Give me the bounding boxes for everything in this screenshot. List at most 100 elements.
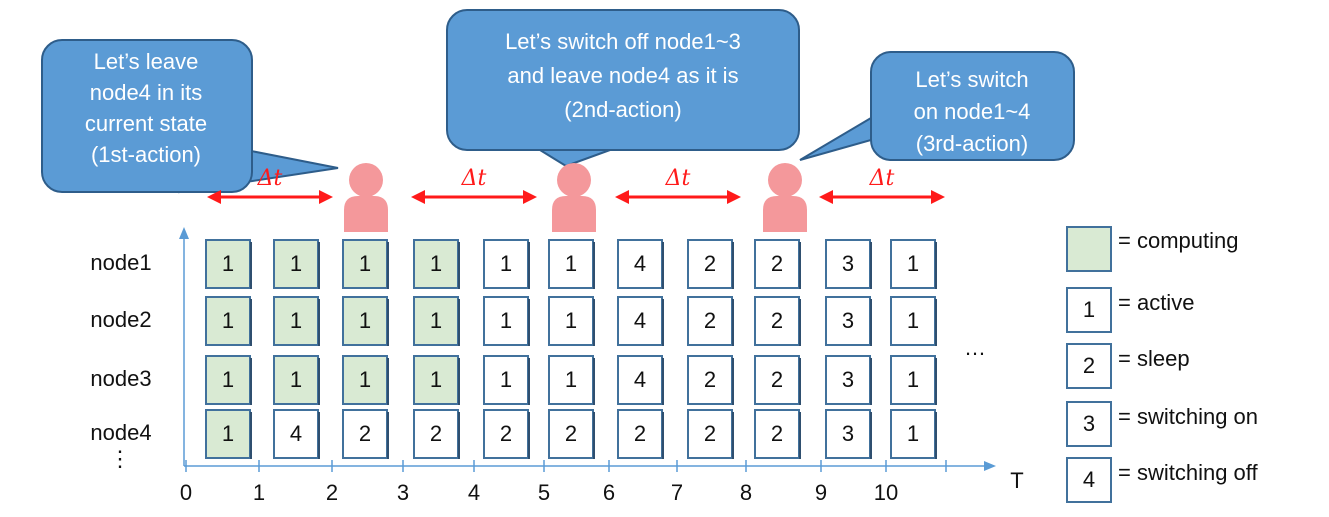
x-tick-label: 5 — [538, 480, 550, 505]
state-cell: 1 — [273, 239, 320, 289]
state-cell: 1 — [890, 409, 937, 459]
cell-box — [617, 355, 663, 405]
state-cell: 3 — [825, 409, 872, 459]
cell-value: 2 — [704, 308, 716, 333]
bubble-text-line: (1st-action) — [91, 142, 201, 167]
legend-symbol: 1 — [1083, 297, 1095, 322]
cell-value: 1 — [565, 367, 577, 392]
cell-value: 2 — [430, 421, 442, 446]
state-cell: 1 — [342, 296, 389, 346]
cell-value: 2 — [771, 367, 783, 392]
cell-box — [205, 409, 251, 459]
bubble-body — [870, 51, 1075, 161]
cell-box — [825, 296, 871, 346]
person-head — [557, 163, 591, 197]
interval-label: Δt — [257, 166, 283, 191]
state-cell: 1 — [205, 355, 252, 405]
arrow-head-right — [523, 190, 537, 204]
cell-value: 1 — [430, 308, 442, 333]
cell-value: 1 — [359, 251, 371, 276]
node-label: node3 — [90, 366, 151, 391]
legend-item: 3= switching on — [1066, 401, 1258, 447]
cell-value: 1 — [359, 308, 371, 333]
interval-arrow: Δt — [819, 166, 945, 204]
legend-label: = switching on — [1118, 404, 1258, 429]
arrow-head-left — [615, 190, 629, 204]
cell-box — [687, 409, 733, 459]
state-cell: 3 — [825, 239, 872, 289]
cell-value: 1 — [222, 251, 234, 276]
cell-box — [687, 239, 733, 289]
state-cell: 2 — [413, 409, 460, 459]
x-tick-label: 7 — [671, 480, 683, 505]
state-cell: 1 — [890, 296, 937, 346]
cell-value: 3 — [842, 421, 854, 446]
bubble-tail — [799, 116, 872, 161]
cell-value: 1 — [500, 251, 512, 276]
legend-label: = active — [1118, 290, 1194, 315]
bubble-seam — [180, 142, 205, 192]
state-cell: 2 — [617, 409, 664, 459]
interval-arrow: Δt — [615, 166, 741, 204]
state-cell: 1 — [342, 355, 389, 405]
cell-box — [548, 296, 594, 346]
cell-box — [273, 409, 319, 459]
cell-box — [548, 355, 594, 405]
bubble-text-line: (3rd-action) — [916, 131, 1028, 156]
cell-box — [754, 296, 800, 346]
state-cell: 1 — [273, 296, 320, 346]
node-label: node2 — [90, 307, 151, 332]
x-tick-label: 2 — [326, 480, 338, 505]
cell-box — [548, 409, 594, 459]
interval-label: Δt — [461, 166, 487, 191]
bubble-body — [446, 9, 800, 151]
cell-box — [548, 239, 594, 289]
cell-value: 2 — [500, 421, 512, 446]
cell-value: 1 — [907, 367, 919, 392]
cell-value: 1 — [222, 308, 234, 333]
bubble-text-line: Let’s leave — [94, 49, 199, 74]
cell-box — [687, 355, 733, 405]
state-cell: 1 — [413, 239, 460, 289]
state-cell: 1 — [205, 296, 252, 346]
person-body — [763, 196, 807, 232]
cell-value: 3 — [842, 308, 854, 333]
cell-value: 1 — [359, 367, 371, 392]
cell-box — [754, 355, 800, 405]
bubble-text-line: and leave node4 as it is — [507, 63, 738, 88]
legend-symbol: 2 — [1083, 353, 1095, 378]
legend-label: = sleep — [1118, 346, 1190, 371]
legend-item: = computing — [1066, 226, 1238, 272]
state-cell: 2 — [687, 409, 734, 459]
x-tick-label: 3 — [397, 480, 409, 505]
cell-value: 4 — [634, 308, 646, 333]
legend-swatch — [1066, 287, 1112, 333]
legend-swatch — [1066, 401, 1112, 447]
cell-value: 1 — [222, 367, 234, 392]
state-cell: 1 — [548, 239, 595, 289]
cell-value: 1 — [290, 251, 302, 276]
person-icon — [763, 163, 807, 232]
state-cell: 1 — [890, 239, 937, 289]
legend: = computing 1 = active 2 = sleep 3= switching… — [1066, 226, 1259, 503]
interval-label: Δt — [869, 166, 895, 191]
state-cell: 2 — [687, 296, 734, 346]
bubble-text-line: (2nd-action) — [564, 97, 681, 122]
state-cell: 4 — [617, 296, 664, 346]
state-cell: 2 — [754, 409, 801, 459]
cell-value: 2 — [771, 251, 783, 276]
state-cell: 1 — [483, 296, 530, 346]
x-tick-label: 1 — [253, 480, 265, 505]
cell-value: 1 — [430, 367, 442, 392]
state-cell: 4 — [617, 355, 664, 405]
cell-value: 1 — [565, 308, 577, 333]
legend-symbol: 4 — [1083, 467, 1095, 492]
cell-box — [890, 355, 936, 405]
x-tick-label: 10 — [874, 480, 898, 505]
state-cell: 1 — [548, 296, 595, 346]
interval-arrows: Δt Δt Δt Δt — [207, 166, 945, 204]
interval-arrow: Δt — [411, 166, 537, 204]
